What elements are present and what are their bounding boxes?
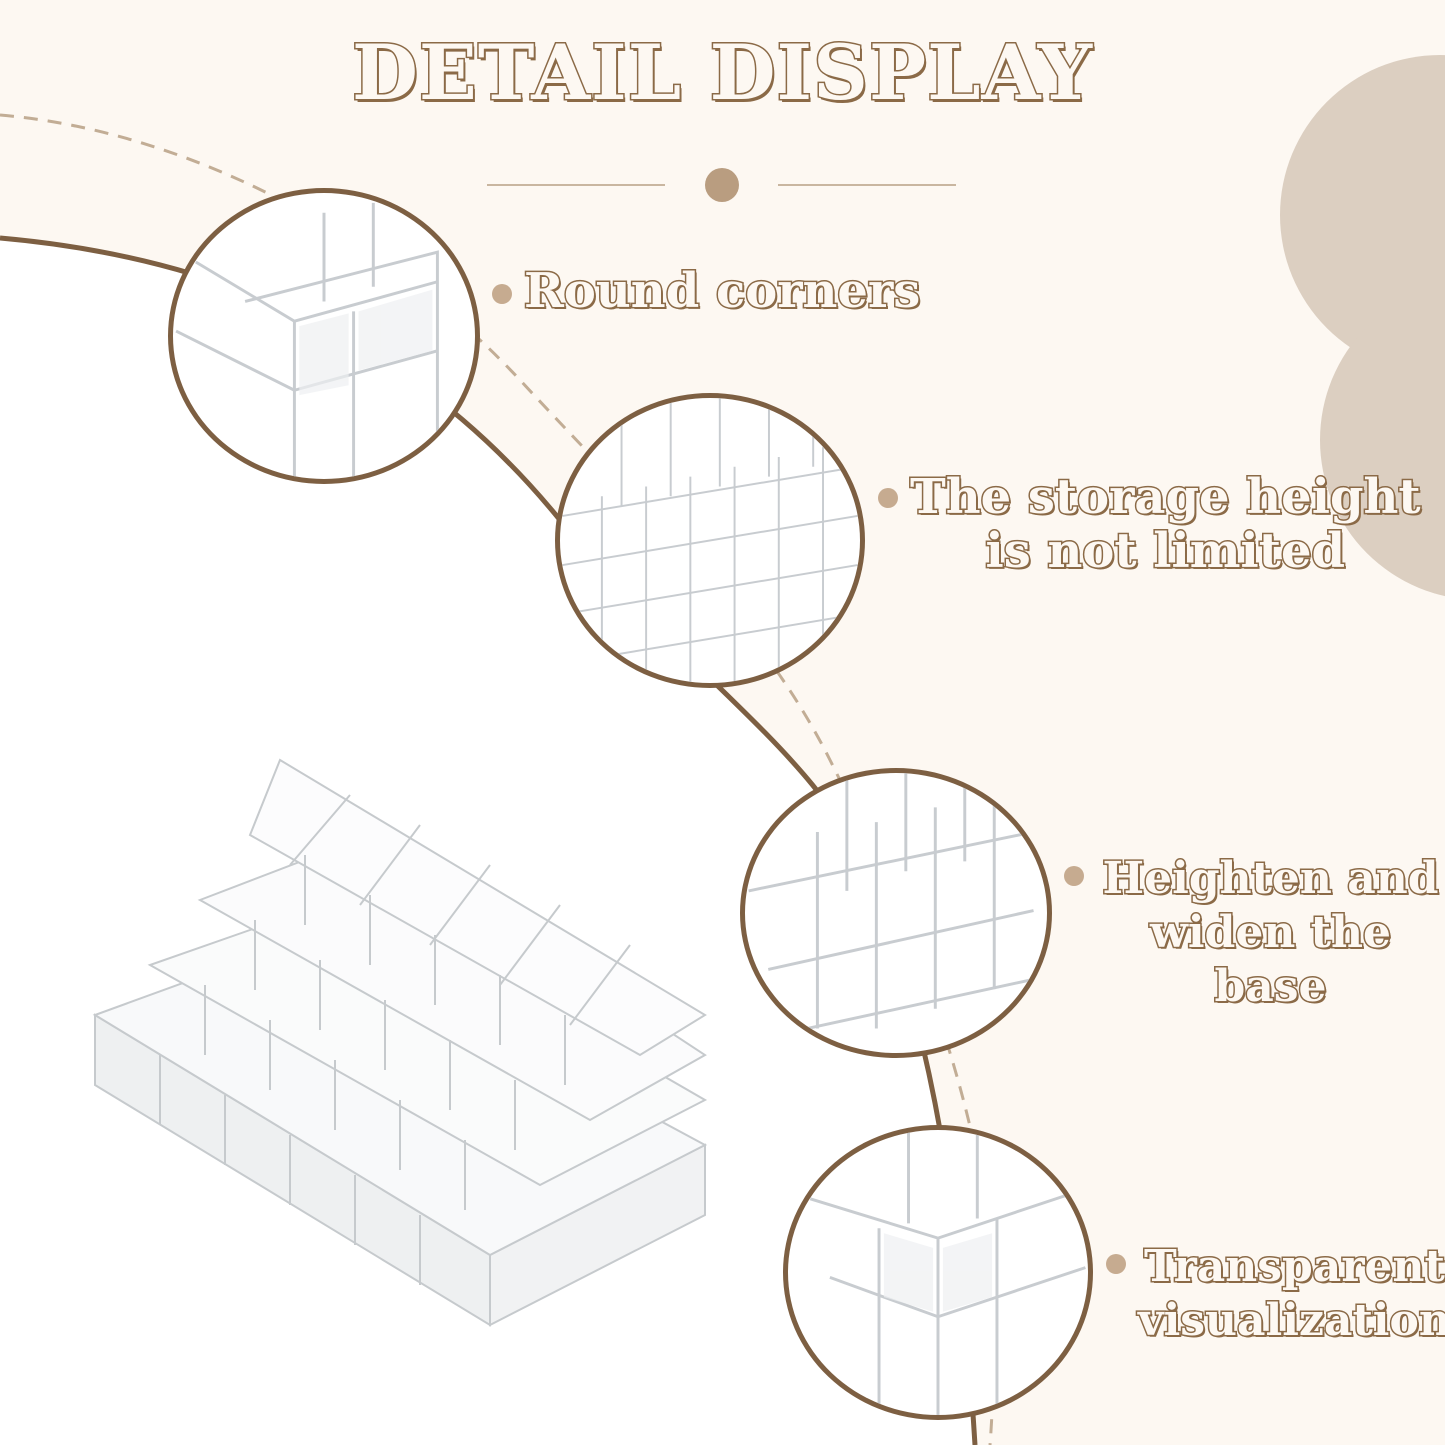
- bullet-dot: [492, 284, 512, 304]
- page-title: DETAIL DISPLAY: [350, 27, 1093, 119]
- feature-label: Transparent visualization: [1137, 1240, 1445, 1348]
- zoom-base-drawing: [748, 773, 1034, 1030]
- zoom-base-detail-icon: [740, 768, 1052, 1058]
- title-divider-left: [487, 184, 665, 186]
- feature-transparent: Transparent visualization: [1106, 1240, 1445, 1348]
- bullet-dot: [1106, 1254, 1126, 1274]
- feature-label: Heighten and widen the base: [1101, 852, 1440, 1014]
- bullet-dot: [878, 488, 898, 508]
- beige-cloud-blob: [1280, 55, 1445, 597]
- feature-round-corners: Round corners: [492, 263, 922, 320]
- zoom-storage-drawing: [562, 398, 858, 683]
- feature-heighten-base: Heighten and widen the base: [1064, 852, 1445, 1014]
- feature-storage-height: The storage height is not limited: [878, 469, 1423, 580]
- feature-label: The storage height is not limited: [909, 469, 1423, 580]
- zoom-transparent-drawing: [809, 1130, 1086, 1415]
- zoom-storage-detail-icon: [555, 393, 865, 688]
- bullet-dot: [1064, 866, 1084, 886]
- title-divider-dot: [705, 168, 739, 202]
- zoom-corner-detail-icon: [168, 188, 480, 484]
- zoom-corner-drawing: [175, 202, 439, 479]
- acrylic-lipstick-organizer-icon: [92, 758, 708, 1327]
- feature-label: Round corners: [522, 263, 921, 320]
- zoom-transparent-detail-icon: [783, 1125, 1093, 1420]
- title-divider-right: [778, 184, 956, 186]
